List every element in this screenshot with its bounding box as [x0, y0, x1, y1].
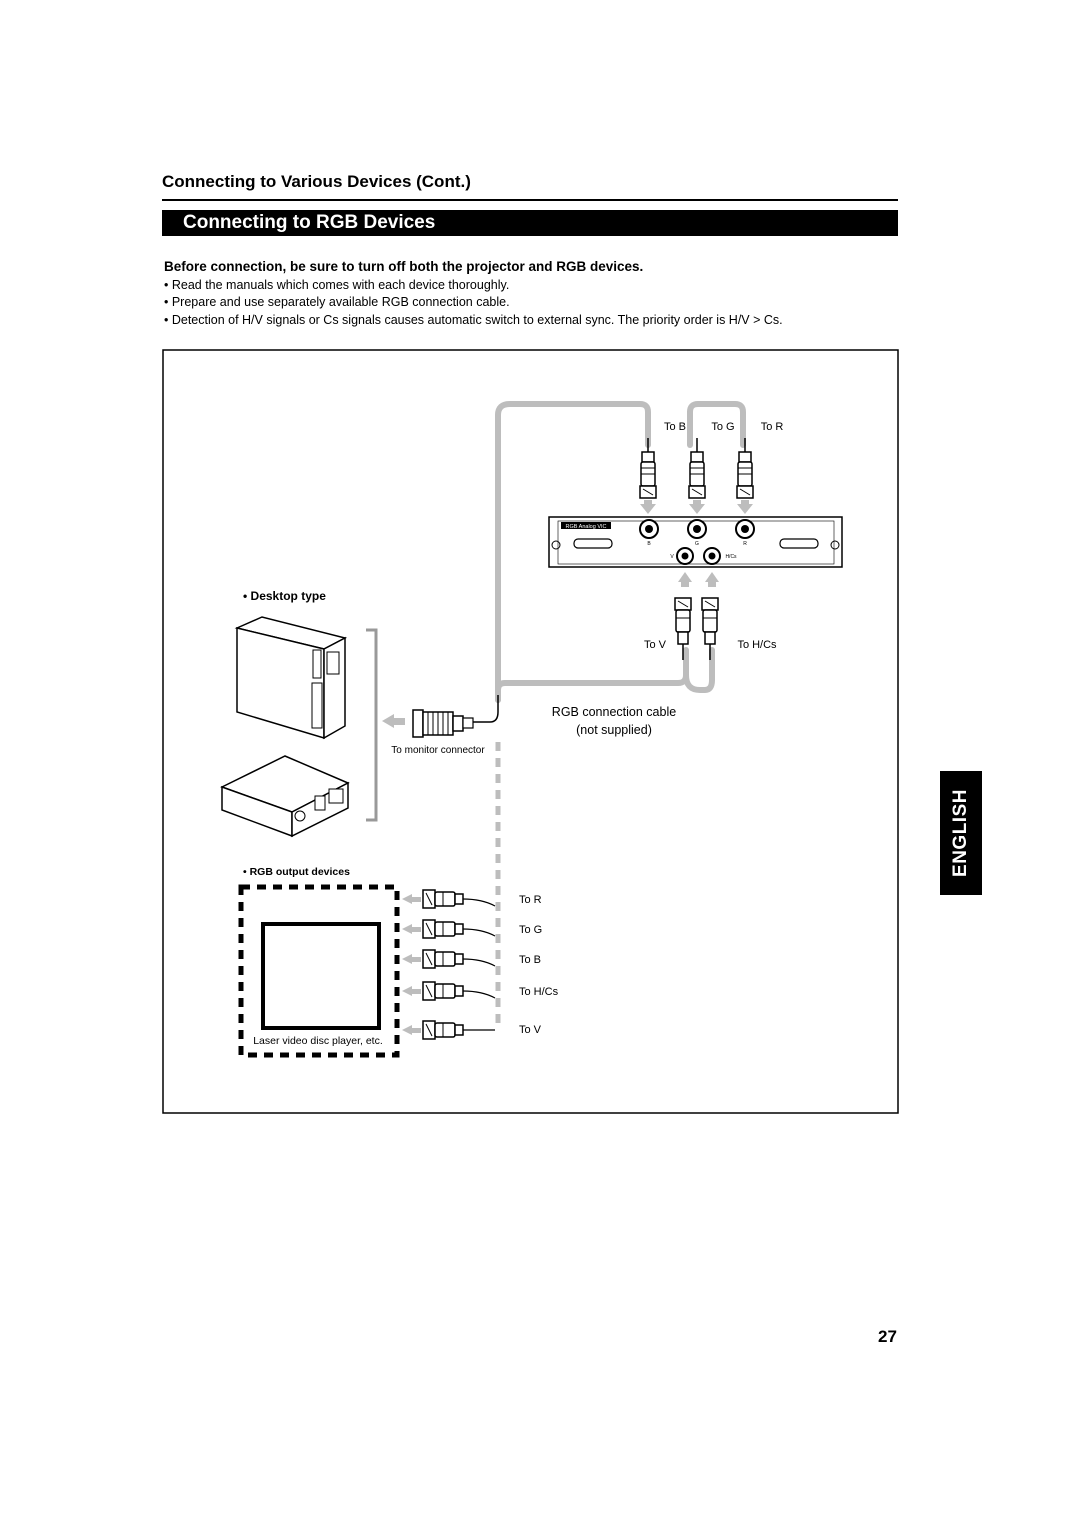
- label-to-hcs: To H/Cs: [737, 639, 777, 651]
- cable-label-note: (not supplied): [576, 723, 652, 737]
- board-name: RGB Analog VIC: [566, 524, 607, 530]
- label-to-g: To G: [711, 421, 734, 433]
- warning-text: Before connection, be sure to turn off b…: [164, 259, 644, 274]
- bnc-plug-b: [639, 451, 657, 499]
- tower-computer: [234, 616, 348, 740]
- dsub-connector: [412, 709, 474, 738]
- output-label-r: To R: [519, 894, 542, 906]
- bullet-item: • Prepare and use separately available R…: [164, 295, 510, 309]
- jack-label-r: R: [743, 541, 747, 547]
- player-dashed-outline: [238, 884, 400, 1058]
- language-tab-label: ENGLISH: [950, 789, 971, 877]
- output-label-b: To B: [519, 954, 541, 966]
- output-label-g: To G: [519, 924, 542, 936]
- rgb-output-label: • RGB output devices: [243, 866, 350, 878]
- grouping-bracket: [366, 628, 378, 822]
- output-connectors: [402, 889, 496, 1040]
- cable-label: RGB connection cable: [552, 705, 676, 719]
- interface-board: [548, 516, 843, 568]
- section-rule: [162, 199, 898, 201]
- arrow-up: [678, 572, 719, 587]
- player-screen: [261, 922, 381, 1030]
- arrow-down: [640, 500, 753, 514]
- jack-hcs: [703, 547, 721, 565]
- jack-label-b: B: [647, 541, 651, 547]
- monitor-cable: [473, 695, 499, 723]
- diagram-frame: [162, 349, 899, 1114]
- output-label-hcs: To H/Cs: [519, 986, 559, 998]
- title-bar: [162, 210, 898, 236]
- desktop-computer: [220, 755, 350, 838]
- jack-g: [687, 519, 707, 539]
- bnc-plug-r: [736, 451, 754, 499]
- jack-b: [639, 519, 659, 539]
- label-to-b: To B: [664, 421, 686, 433]
- bnc-plug-hcs: [701, 597, 719, 645]
- desktop-type-label: • Desktop type: [243, 589, 326, 603]
- arrow-left: [382, 714, 405, 728]
- jack-r: [735, 519, 755, 539]
- label-to-v: To V: [644, 639, 667, 651]
- bnc-plug-g: [688, 451, 706, 499]
- language-tab: [940, 771, 982, 895]
- label-to-r: To R: [761, 421, 784, 433]
- jack-label-g: G: [695, 541, 699, 547]
- jack-label-hcs: H/Cs: [725, 554, 737, 560]
- bullet-item: • Detection of H/V signals or Cs signals…: [164, 313, 783, 327]
- page-title: Connecting to RGB Devices: [183, 212, 436, 233]
- section-title: Connecting to Various Devices (Cont.): [162, 172, 471, 191]
- monitor-connector-label: To monitor connector: [391, 745, 485, 756]
- jack-label-v: V: [670, 554, 674, 560]
- rgb-cable: [495, 401, 746, 703]
- jack-v: [676, 547, 694, 565]
- bnc-plug-v: [674, 597, 692, 645]
- bullet-item: • Read the manuals which comes with each…: [164, 278, 510, 292]
- page-number: 27: [878, 1327, 897, 1346]
- laser-player-label: Laser video disc player, etc.: [253, 1035, 383, 1047]
- output-label-v: To V: [519, 1024, 542, 1036]
